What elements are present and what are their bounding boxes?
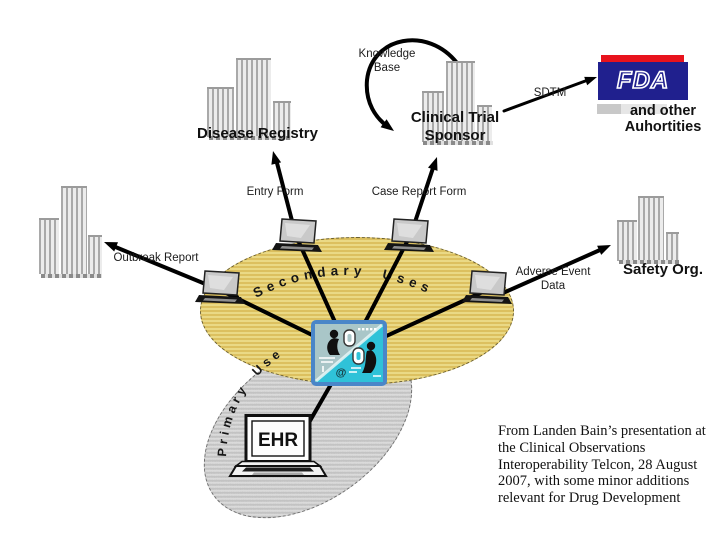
building-tower	[421, 90, 445, 142]
attribution-text: From Landen Bain’s presentation at the C…	[498, 423, 706, 507]
clinical-trial-line2: Sponsor	[424, 127, 486, 144]
building-tower	[617, 219, 638, 262]
outbreak-building-icon	[38, 186, 105, 278]
building-ground	[40, 274, 103, 278]
disease-registry-building-icon	[205, 58, 295, 140]
fda-logo-gray-block	[597, 104, 621, 114]
knowledge-base-label: Knowledge Base	[352, 47, 422, 75]
and-other-line2: Auhortities	[624, 119, 702, 135]
adverse-event-data-label: Adverse Event Data	[505, 265, 601, 293]
sdtm-label: SDTM	[533, 87, 567, 99]
and-other-line1: and other	[629, 103, 697, 119]
hub-at-symbol: @	[336, 367, 347, 379]
clinical-trial-sponsor-label: Clinical Trial Sponsor	[394, 109, 516, 145]
building-ground	[423, 141, 493, 145]
building-ground	[618, 260, 680, 264]
left-laptop-icon	[193, 269, 247, 309]
knowledge-base-line1: Knowledge	[358, 48, 416, 60]
building-tower	[272, 101, 291, 137]
outbreak-report-label: Outbreak Report	[113, 252, 199, 264]
building-tower	[60, 186, 87, 275]
building-tower	[477, 105, 493, 142]
building-tower	[445, 61, 476, 142]
and-other-authorities-label: and other Auhortities	[610, 103, 716, 135]
clinical-trial-line1: Clinical Trial	[410, 109, 500, 126]
top-right-laptop-icon	[382, 217, 436, 257]
building-tower	[206, 86, 234, 137]
top-left-laptop-icon	[270, 217, 324, 257]
building-tower	[88, 234, 102, 275]
building-tower	[39, 218, 60, 275]
safety-org-label: Safety Org.	[622, 261, 704, 278]
hub-device-icon: @	[311, 320, 387, 386]
building-tower	[235, 58, 271, 137]
entry-form-label: Entry Form	[246, 186, 304, 198]
building-tower	[665, 231, 679, 262]
fda-logo-gray-bar	[621, 104, 667, 114]
ehr-screen-label: EHR	[258, 430, 298, 451]
safety-org-building-icon	[616, 196, 682, 264]
building-tower	[638, 196, 665, 262]
right-laptop-icon	[460, 269, 514, 309]
disease-registry-label: Disease Registry	[197, 125, 318, 142]
clinical-trial-building-icon	[420, 61, 496, 145]
fda-logo-text: FDA	[616, 66, 670, 95]
building-ground	[208, 136, 292, 140]
knowledge-base-line2: Base	[373, 62, 401, 74]
adverse-event-line2: Data	[540, 280, 566, 292]
fda-logo-navy-box: FDA	[598, 62, 688, 100]
ehr-laptop-icon: EHR	[228, 414, 328, 480]
fda-logo-red-stripe	[601, 55, 684, 62]
case-report-form-label: Case Report Form	[371, 186, 467, 198]
fda-logo: FDA	[597, 54, 688, 114]
adverse-event-line1: Adverse Event	[515, 266, 591, 278]
